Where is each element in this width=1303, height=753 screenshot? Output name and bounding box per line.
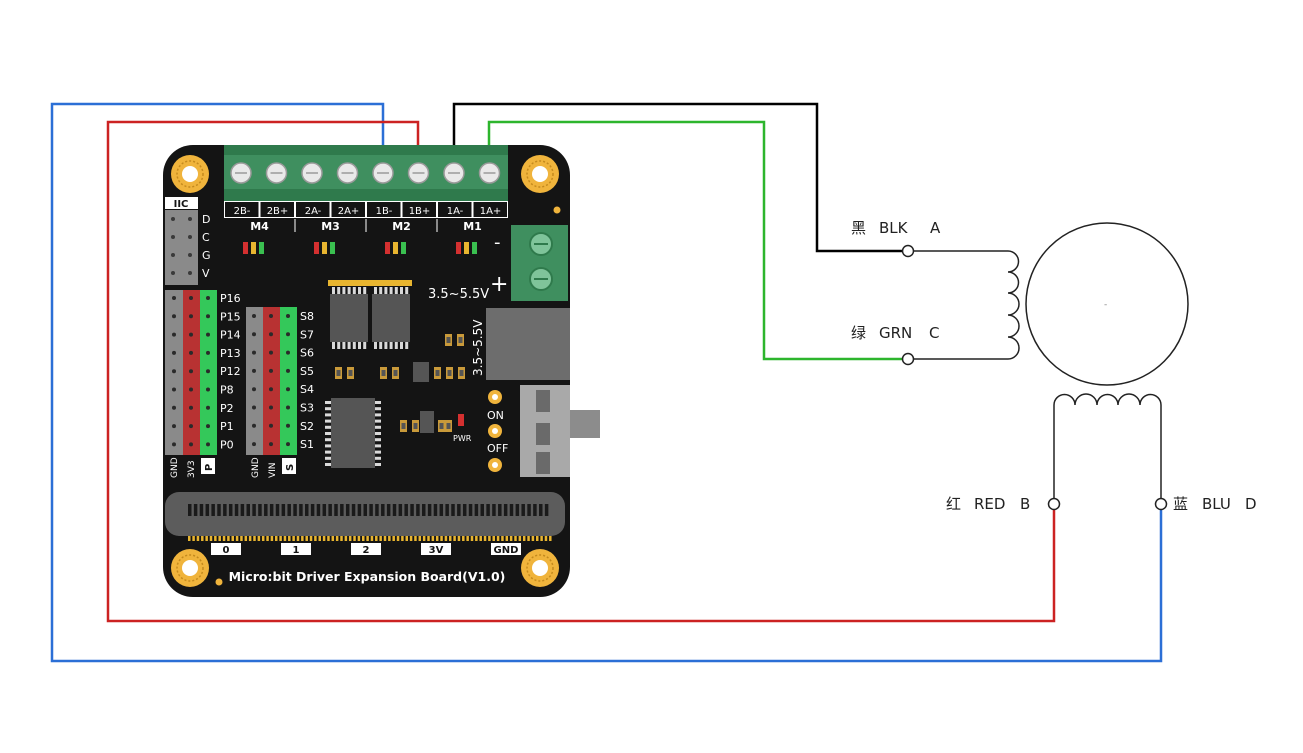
status-leds <box>243 242 477 254</box>
edge-pin-label: 0 <box>223 545 230 556</box>
motor-port-label: M4 <box>250 220 269 233</box>
label-b-cn: 红 <box>946 495 961 513</box>
p-pin-label: P0 <box>220 438 234 451</box>
edge-pin-label: 2 <box>363 545 370 556</box>
s-pin-label: S8 <box>300 310 314 323</box>
label-d-pin: D <box>1245 495 1257 513</box>
terminal-label: 1A- <box>447 206 464 217</box>
coil-bd <box>1053 393 1162 406</box>
motor-port-label: M1 <box>463 220 482 233</box>
stepper-motor: - 黑 BLK A 绿 GRN C 红 RED B 蓝 BLU D <box>851 219 1257 513</box>
s-pin-label: S2 <box>300 420 314 433</box>
terminal-d <box>1154 497 1168 511</box>
iic-header <box>165 210 198 285</box>
label-s: S <box>285 464 296 471</box>
label-d-cn: 蓝 <box>1173 495 1188 513</box>
label-gnd-s: GND <box>251 457 261 478</box>
terminal-label: 1A+ <box>480 206 502 217</box>
terminal-label: 1B+ <box>409 206 431 217</box>
iic-pin-label: C <box>202 231 210 244</box>
s-pin-label: S5 <box>300 365 314 378</box>
p-pin-label: P12 <box>220 365 241 378</box>
edge-pin-label: GND <box>494 545 519 556</box>
p-pin-label: P13 <box>220 347 241 360</box>
board-name: Micro:bit Driver Expansion Board(V1.0) <box>229 569 506 584</box>
coil-ac <box>1007 250 1020 360</box>
s-pin-label: S6 <box>300 347 314 360</box>
label-gnd-p: GND <box>170 457 180 478</box>
label-a-cn: 黑 <box>851 219 866 237</box>
label-b-pin: B <box>1020 495 1030 513</box>
power-minus: - <box>494 232 501 253</box>
motor-port-label: M3 <box>321 220 340 233</box>
dc-jack <box>486 308 570 380</box>
p-pin-label: P14 <box>220 329 241 342</box>
iic-pin-label: V <box>202 267 210 280</box>
terminal-b <box>1047 497 1061 511</box>
voltage-label-vertical: 3.5~5.5V <box>471 319 485 376</box>
p-pin-label: P1 <box>220 420 234 433</box>
label-c-en: GRN <box>879 324 912 342</box>
wire-green <box>487 120 902 361</box>
voltage-label: 3.5~5.5V <box>428 287 489 302</box>
s-pin-label: S7 <box>300 328 314 341</box>
wire-blue <box>50 102 1163 663</box>
iic-label: IIC <box>174 199 189 210</box>
label-vin: VIN <box>268 462 278 478</box>
terminal-label: 2A+ <box>338 206 360 217</box>
p-pin-label: P2 <box>220 402 234 415</box>
wire-black <box>452 102 902 253</box>
label-d-en: BLU <box>1202 495 1231 513</box>
power-switch: ON OFF <box>487 385 600 477</box>
p-pin-label: P8 <box>220 384 234 397</box>
label-a-pin: A <box>930 219 941 237</box>
iic-pin-label: D <box>202 213 210 226</box>
label-3v3: 3V3 <box>187 460 197 478</box>
motor-center-mark: - <box>1104 300 1107 310</box>
wire-red <box>106 120 1056 623</box>
label-b-en: RED <box>974 495 1005 513</box>
p-pin-label: P15 <box>220 310 241 323</box>
power-plus: + <box>490 272 508 297</box>
label-c-pin: C <box>929 324 939 342</box>
motor-port-label: M2 <box>392 220 411 233</box>
edge-pin-label: 3V <box>429 545 444 556</box>
driver-chips <box>328 280 412 349</box>
passive-components <box>335 334 465 433</box>
s-pin-label: S4 <box>300 383 314 396</box>
p-pin-label: P16 <box>220 292 241 305</box>
s-pin-label: S1 <box>300 438 314 451</box>
terminal-label: 2B- <box>234 206 251 217</box>
terminal-label: 1B- <box>376 206 393 217</box>
mounting-pads <box>171 155 561 587</box>
iic-pin-label: G <box>202 249 211 262</box>
label-a-en: BLK <box>879 219 909 237</box>
controller-chip <box>331 398 375 468</box>
switch-off-label: OFF <box>487 442 508 455</box>
terminal-label: 2B+ <box>267 206 289 217</box>
terminal-c <box>901 352 915 366</box>
edge-pin-label: 1 <box>293 545 300 556</box>
switch-on-label: ON <box>487 409 504 422</box>
motor-body <box>1025 222 1189 386</box>
pwr-label: PWR <box>453 434 472 443</box>
driver-board: 2B- 2B+ 2A- 2A+ 1B- 1B+ 1A- 1A+ M4 M3 M2 M1 IIC DC… <box>163 145 600 597</box>
terminal-label: 2A- <box>305 206 322 217</box>
s-pin-label: S3 <box>300 402 314 415</box>
terminal-a <box>901 244 915 258</box>
label-p: P <box>204 464 215 471</box>
label-c-cn: 绿 <box>851 324 866 342</box>
board-pcb <box>163 145 570 597</box>
